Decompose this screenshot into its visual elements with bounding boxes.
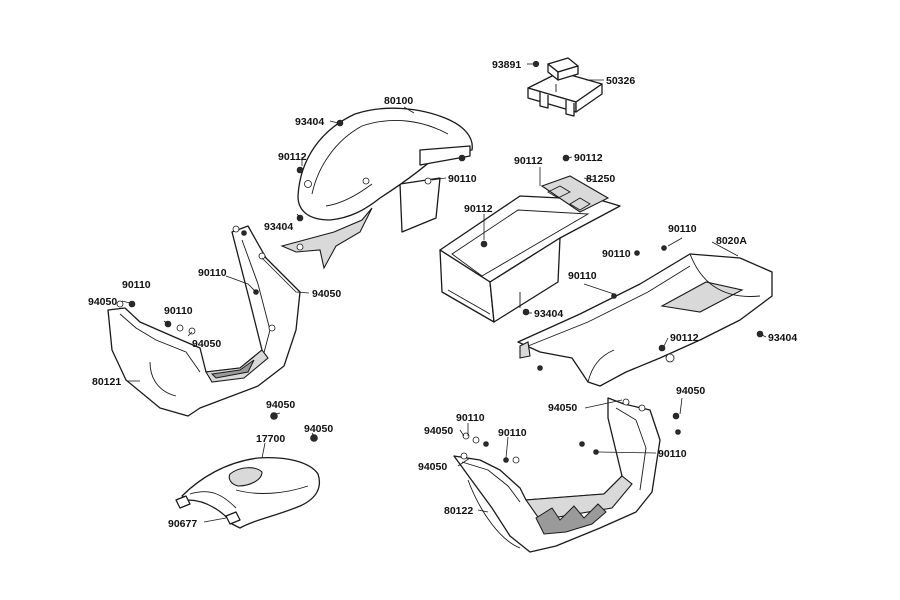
leader-lines	[121, 63, 767, 523]
label-90110-c: 90110	[122, 279, 151, 291]
label-94050-e: 94050	[548, 402, 577, 414]
label-90110-i: 90110	[498, 427, 527, 439]
label-93404-d: 93404	[768, 332, 797, 344]
side-cover-part-8020A	[517, 245, 773, 387]
label-90112-d: 90112	[464, 203, 493, 215]
label-8020A: 8020A	[716, 235, 747, 247]
label-90112-c: 90112	[574, 152, 603, 164]
label-94050-c: 94050	[192, 338, 221, 350]
label-90112-b: 90112	[514, 155, 543, 167]
label-90110-d: 90110	[164, 305, 193, 317]
label-90110-f: 90110	[602, 248, 631, 260]
label-90112-a: 90112	[278, 151, 307, 163]
left-footrest-part-80121	[107, 225, 301, 417]
right-footrest-part-80122	[453, 397, 681, 553]
battery-box-part-81250	[439, 154, 621, 323]
label-90110-h: 90110	[456, 412, 485, 424]
label-90112-e: 90112	[670, 332, 699, 344]
label-80121: 80121	[92, 376, 121, 388]
label-81250: 81250	[586, 173, 615, 185]
label-90110-e: 90110	[668, 223, 697, 235]
label-94050-i: 94050	[304, 423, 333, 435]
label-90110-j: 90110	[658, 448, 687, 460]
label-90110-b: 90110	[198, 267, 227, 279]
label-94050-h: 94050	[266, 399, 295, 411]
label-94050-g: 94050	[418, 461, 447, 473]
label-93891: 93891	[492, 59, 521, 71]
label-94050-a: 94050	[312, 288, 341, 300]
label-90677: 90677	[168, 518, 197, 530]
label-90110-a: 90110	[448, 173, 477, 185]
label-93404-a: 93404	[295, 116, 324, 128]
rear-fender-part-80100	[280, 107, 473, 270]
label-80100: 80100	[384, 95, 413, 107]
label-94050-b: 94050	[88, 296, 117, 308]
label-93404-b: 93404	[264, 221, 293, 233]
label-90110-g: 90110	[568, 270, 597, 282]
bracket-part-50326	[527, 57, 603, 117]
label-80122: 80122	[444, 505, 473, 517]
label-93404-c: 93404	[534, 308, 563, 320]
cover-part-17700	[175, 412, 321, 529]
label-17700: 17700	[256, 433, 285, 445]
label-94050-f: 94050	[424, 425, 453, 437]
label-94050-d: 94050	[676, 385, 705, 397]
label-50326: 50326	[606, 75, 635, 87]
